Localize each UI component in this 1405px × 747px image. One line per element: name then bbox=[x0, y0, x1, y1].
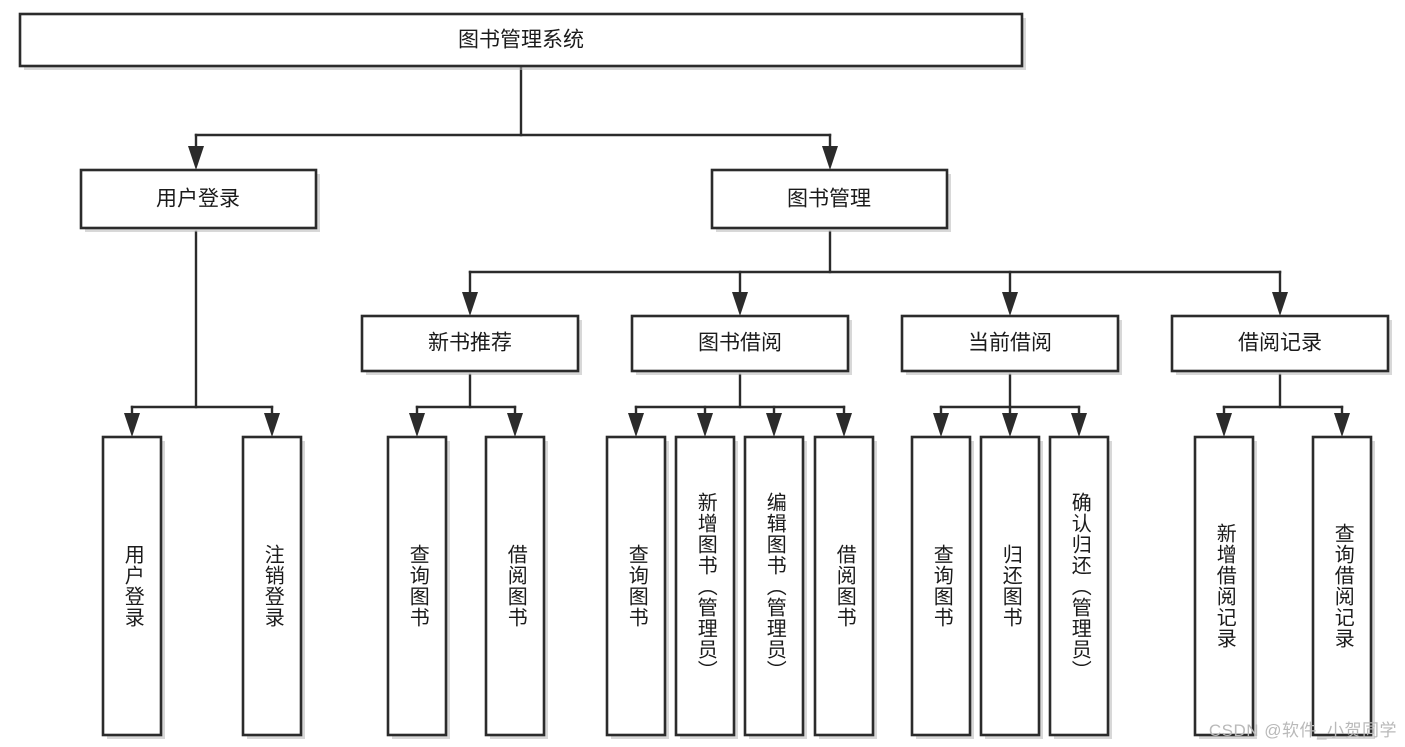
arrow-book-management bbox=[822, 146, 838, 170]
node-new-book-recommend[interactable]: 新书推荐 bbox=[360, 314, 582, 375]
leaf-add-book-rect[interactable] bbox=[674, 435, 736, 737]
leaf-query-book-2-rect[interactable] bbox=[605, 435, 667, 737]
leaf-borrow-book-2-rect[interactable] bbox=[813, 435, 875, 737]
leaf-query-book-1-rect[interactable] bbox=[386, 435, 448, 737]
node-root-label: 图书管理系统 bbox=[458, 29, 584, 52]
arrow-current-borrow bbox=[1002, 292, 1018, 316]
arrow-book-borrow bbox=[732, 292, 748, 316]
arrow-leaf-query-book-3 bbox=[933, 413, 949, 437]
node-book-management[interactable]: 图书管理 bbox=[710, 168, 951, 232]
leaf-user-login-rect[interactable] bbox=[101, 435, 163, 737]
node-user-login[interactable]: 用户登录 bbox=[79, 168, 320, 232]
arrow-leaf-add-book bbox=[697, 413, 713, 437]
node-current-borrow-label: 当前借阅 bbox=[968, 332, 1052, 355]
leaf-logout-rect[interactable] bbox=[241, 435, 303, 737]
node-user-login-label: 用户登录 bbox=[156, 188, 240, 211]
arrow-leaf-borrow-book-2 bbox=[836, 413, 852, 437]
leaf-confirm-return-rect[interactable] bbox=[1048, 435, 1110, 737]
leaf-add-record-rect[interactable] bbox=[1193, 435, 1255, 737]
leaf-query-book-3-rect[interactable] bbox=[910, 435, 972, 737]
node-book-borrow-label: 图书借阅 bbox=[698, 332, 782, 355]
arrow-user-login bbox=[188, 146, 204, 170]
node-new-book-recommend-label: 新书推荐 bbox=[428, 332, 512, 355]
arrow-new-book-recommend bbox=[462, 292, 478, 316]
node-root-rect[interactable] bbox=[18, 12, 1024, 68]
leaf-node-group bbox=[101, 435, 1375, 739]
leaf-query-record-rect[interactable] bbox=[1311, 435, 1373, 737]
leaf-borrow-book-1-rect[interactable] bbox=[484, 435, 546, 737]
node-borrow-record-label: 借阅记录 bbox=[1238, 332, 1322, 355]
arrow-leaf-logout bbox=[264, 413, 280, 437]
leaf-edit-book-rect[interactable] bbox=[743, 435, 805, 737]
csdn-watermark: CSDN @软件_小贺同学 bbox=[1208, 721, 1397, 740]
arrow-leaf-query-record bbox=[1334, 413, 1350, 437]
arrow-leaf-edit-book bbox=[766, 413, 782, 437]
arrow-leaf-query-book-2 bbox=[628, 413, 644, 437]
node-current-borrow-rect[interactable] bbox=[900, 314, 1120, 373]
arrow-borrow-record bbox=[1272, 292, 1288, 316]
arrow-leaf-user-login bbox=[124, 413, 140, 437]
node-book-management-label: 图书管理 bbox=[787, 188, 871, 211]
node-current-borrow[interactable]: 当前借阅 bbox=[900, 314, 1122, 375]
leaf-return-book-rect[interactable] bbox=[979, 435, 1041, 737]
node-new-book-recommend-rect[interactable] bbox=[360, 314, 580, 373]
arrow-leaf-return-book bbox=[1002, 413, 1018, 437]
arrow-leaf-add-record bbox=[1216, 413, 1232, 437]
connector-group bbox=[124, 64, 1350, 437]
node-book-borrow-rect[interactable] bbox=[630, 314, 850, 373]
node-root[interactable]: 图书管理系统 bbox=[18, 12, 1026, 70]
node-book-borrow[interactable]: 图书借阅 bbox=[630, 314, 852, 375]
arrow-leaf-query-book-1 bbox=[409, 413, 425, 437]
node-book-management-rect[interactable] bbox=[710, 168, 949, 230]
arrow-leaf-confirm-return bbox=[1071, 413, 1087, 437]
node-user-login-rect[interactable] bbox=[79, 168, 318, 230]
node-borrow-record[interactable]: 借阅记录 bbox=[1170, 314, 1392, 375]
node-borrow-record-rect[interactable] bbox=[1170, 314, 1390, 373]
arrow-leaf-borrow-book-1 bbox=[507, 413, 523, 437]
